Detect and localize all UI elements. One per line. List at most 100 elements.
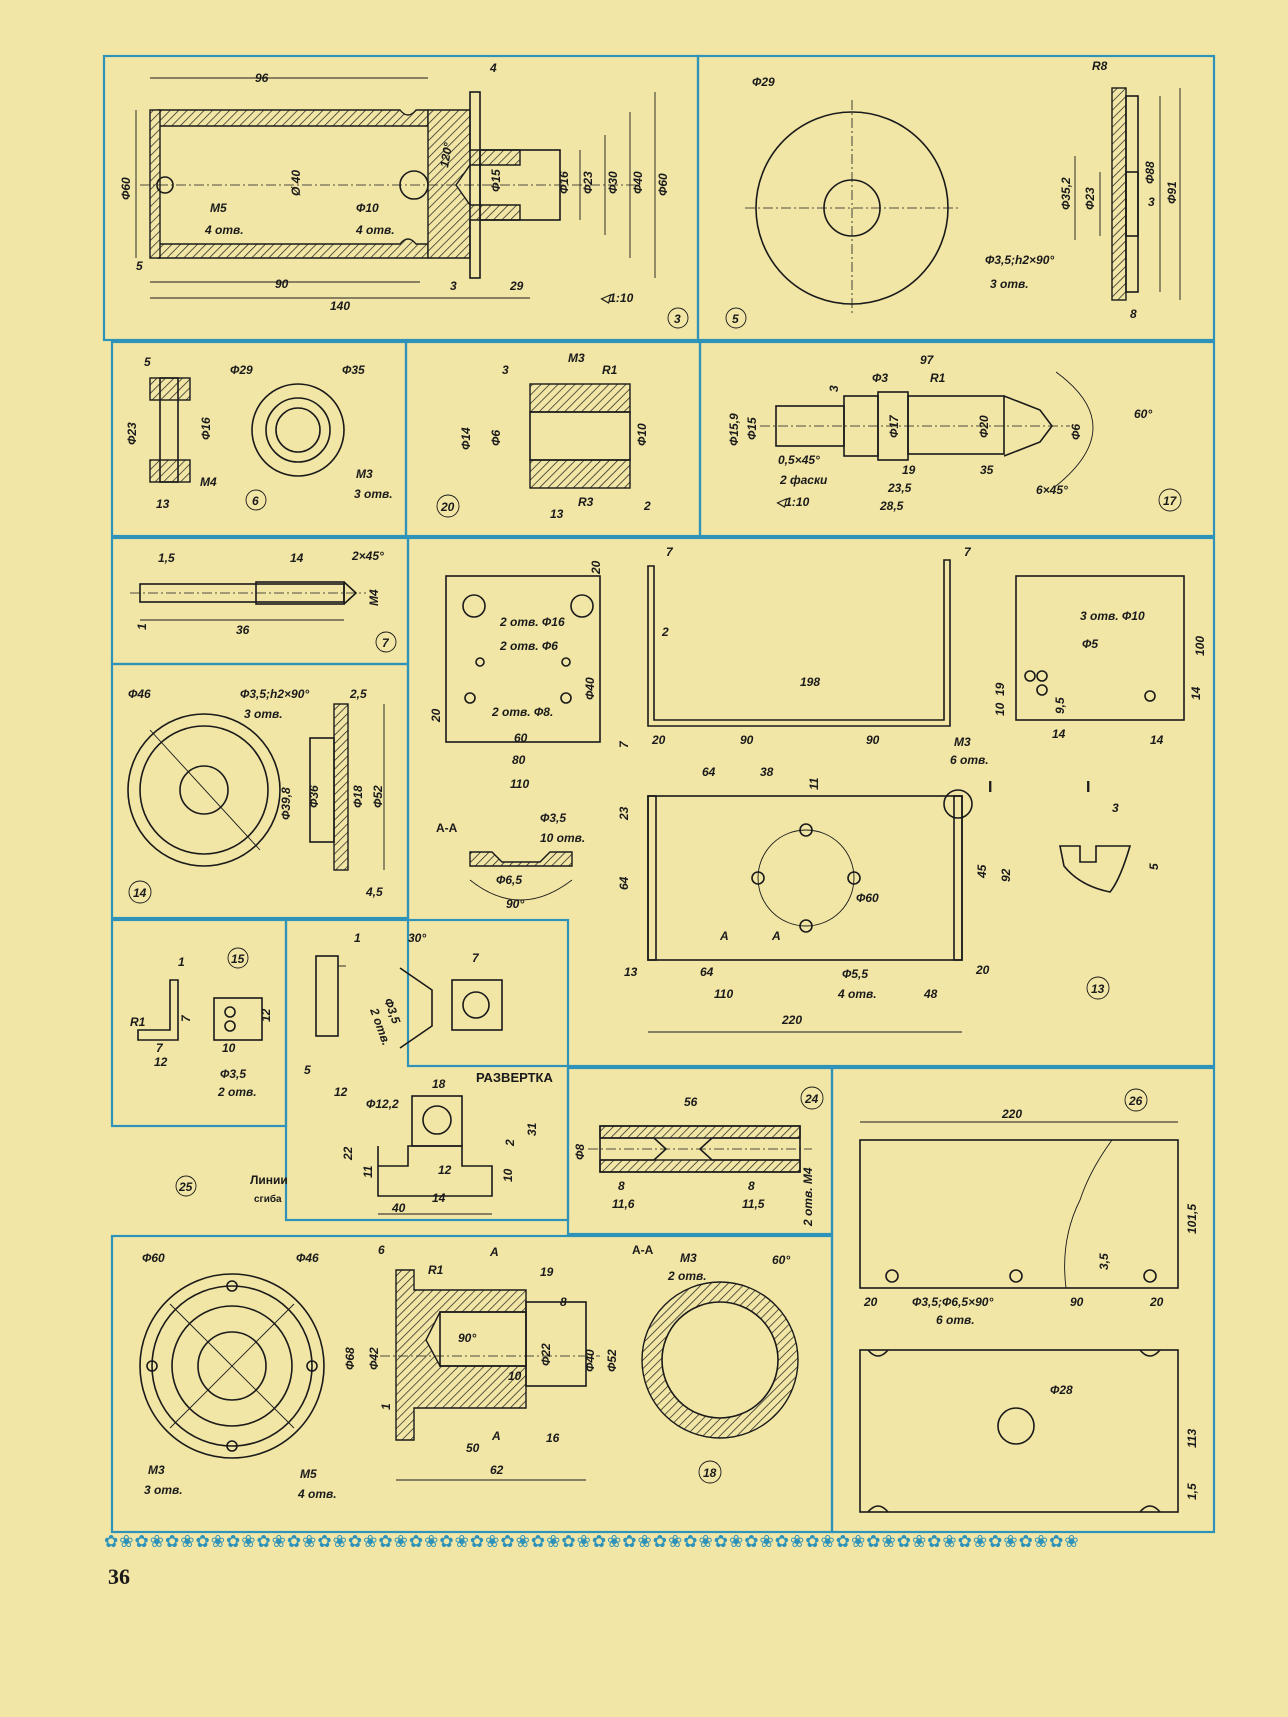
p18-d8: 8 [560,1295,567,1309]
p7-d1: 1 [135,623,149,630]
p18-phi60: Ф60 [142,1251,165,1265]
p25-d12b: 12 [438,1163,452,1177]
p13-a90: 90° [506,897,524,911]
p13-d220: 220 [781,1013,802,1027]
p20-d2: 2 [643,499,651,513]
p13-A1: А [719,929,729,943]
p3-dim-4: 4 [489,61,497,75]
p26-d90: 90 [1070,1295,1084,1309]
p13-A2: А [771,929,781,943]
p25-d10: 10 [501,1168,515,1182]
p13-phi65: Ф6,5 [496,873,522,887]
p18-m3n: 3 отв. [144,1483,183,1497]
p18-d16: 16 [546,1431,560,1445]
p15-d10: 10 [222,1041,236,1055]
p25-num: 25 [178,1180,193,1194]
p17-d19: 19 [902,463,916,477]
p18-a60: 60° [772,1253,790,1267]
p18-d1: 1 [379,1403,393,1410]
p13-d10: 10 [993,702,1007,716]
p25-d14: 14 [432,1191,446,1205]
p5-num: 5 [732,312,739,326]
p13-phi40: Ф40 [583,677,597,700]
p18-phi52: Ф52 [605,1349,619,1372]
p18-r1: R1 [428,1263,444,1277]
part-6: 5 Ф29 Ф35 Ф23 Ф16 М4 13 М3 3 отв. 6 [125,355,393,511]
p26-d113: 113 [1185,1429,1199,1448]
p13-d45: 45 [975,864,989,879]
p26-d35: 3,5 [1097,1253,1111,1270]
p18-A2: А [491,1429,501,1443]
p17-num: 17 [1163,494,1178,508]
p14-phi36: Ф36 [307,785,321,808]
p13-d23: 23 [617,806,631,821]
p13-d198: 198 [800,675,820,689]
p18-d10: 10 [508,1369,522,1383]
part-5: Ф29 R8 Ф35,2 Ф23 Ф88 Ф91 3 8 Ф3,5;h2×90°… [725,59,1181,329]
p3-phi10n: 4 отв. [355,223,395,237]
p25-lines1: Линии [250,1173,288,1187]
p25-d11: 11 [361,1165,375,1178]
p15-phi35: Ф3,5 [220,1067,246,1081]
p3-d90: 90 [275,277,289,291]
p18-phi22: Ф22 [539,1343,553,1366]
p20-phi10: Ф10 [635,423,649,446]
p3-num: 3 [674,312,681,326]
p5-holes: Ф3,5;h2×90° [985,253,1054,267]
p13-m3: М3 [954,735,971,749]
p3-d3: 3 [450,279,457,293]
p3-d140: 140 [330,299,350,313]
p3-a120: 120° [437,141,455,168]
p13-d80: 80 [512,753,526,767]
p14-phi46: Ф46 [128,687,151,701]
p6-phi23: Ф23 [125,422,139,445]
p25-d31: 31 [525,1122,539,1136]
p26-d20a: 20 [863,1295,878,1309]
p20-num: 20 [440,500,455,514]
p18-phi46: Ф46 [296,1251,319,1265]
p3-d29: 29 [509,279,524,293]
p5-phi29: Ф29 [752,75,775,89]
p15-d7a: 7 [179,1014,193,1022]
p24-phi8: Ф8 [573,1144,587,1160]
p3-phi15: Ф15 [489,169,503,192]
p5-phi88: Ф88 [1143,161,1157,184]
p13-d3: 3 [1112,801,1119,815]
p17-taper: ◁1:10 [776,495,810,509]
p13-d19: 19 [993,682,1007,696]
p14-holesn: 3 отв. [244,707,283,721]
p13-d13: 13 [624,965,638,979]
p13-d38: 38 [760,765,774,779]
p25-d18: 18 [432,1077,446,1091]
p17-a60: 60° [1134,407,1152,421]
p6-phi16: Ф16 [199,417,213,440]
p26-d20b: 20 [1149,1295,1164,1309]
p18-m5n: 4 отв. [297,1487,337,1501]
p24-d8a: 8 [618,1179,625,1193]
p18-phi42: Ф42 [367,1347,381,1370]
p20-d13: 13 [550,507,564,521]
p17-phi20: Ф20 [977,415,991,438]
p13-phi55: Ф5,5 [842,967,868,981]
p3-phi60: Ф60 [656,173,670,196]
p13-d100: 100 [1193,636,1207,656]
decorative-border: ✿❀✿❀✿❀✿❀✿❀✿❀✿❀✿❀✿❀✿❀✿❀✿❀✿❀✿❀✿❀✿❀✿❀✿❀✿❀✿❀… [104,1532,1080,1552]
p26-phi28: Ф28 [1050,1383,1073,1397]
p6-m3: М3 [356,467,373,481]
p25-d7: 7 [472,951,480,965]
p13-d110b: 110 [714,987,733,1001]
part-20: 3 М3 R1 Ф14 Ф6 Ф10 R3 13 2 20 [436,351,651,521]
p17-d3: 3 [827,385,841,392]
p6-phi29: Ф29 [230,363,253,377]
p17-phi17: Ф17 [887,414,901,438]
part-7: 1,5 14 2×45° М4 1 36 7 [130,549,397,653]
p13-num: 13 [1091,982,1105,996]
p13-d7b: 7 [964,545,972,559]
p7-d36: 36 [236,623,250,637]
p25-lines2: сгиба [254,1193,282,1205]
p6-d5: 5 [144,355,151,369]
p26-d220: 220 [1001,1107,1022,1121]
p24-d116a: 11,6 [612,1197,635,1211]
